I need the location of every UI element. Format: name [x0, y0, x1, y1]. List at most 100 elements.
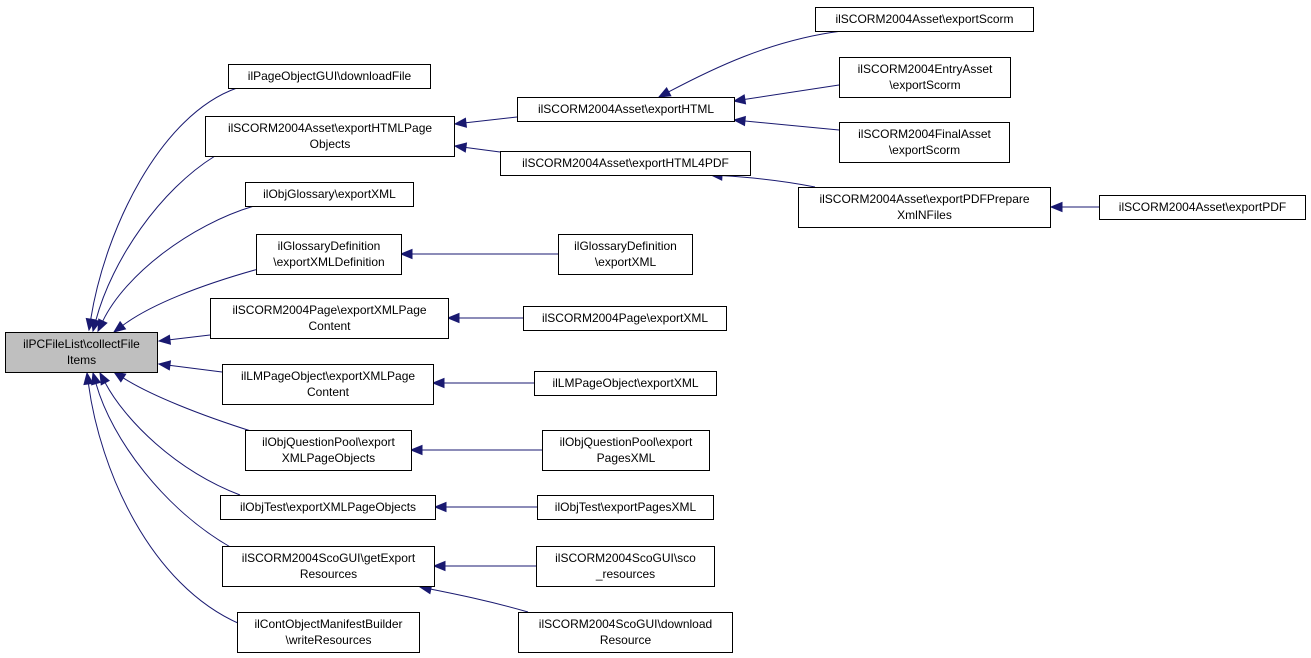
edge-lmpage_exportxml-to-lmpage_exportxmlpagecontent [431, 377, 534, 389]
node-objtest_exportxmlpageobjects[interactable]: ilObjTest\exportXMLPageObjects [220, 495, 436, 520]
node-page_exportxml[interactable]: ilSCORM2004Page\exportXML [523, 306, 727, 331]
node-box [222, 364, 434, 405]
arrowhead-icon [409, 444, 423, 456]
arrowhead-icon [91, 371, 102, 386]
node-glossarydef_exportxml[interactable]: ilGlossaryDefinition\exportXML [558, 234, 693, 275]
node-label-line: ilSCORM2004Asset\exportScorm [835, 12, 1013, 26]
node-box [205, 116, 455, 157]
node-qpool_exportxmlpageobjects[interactable]: ilObjQuestionPool\exportXMLPageObjects [245, 430, 412, 471]
node-asset_exportpdfpreparexml[interactable]: ilSCORM2004Asset\exportPDFPrepareXmlNFil… [798, 187, 1051, 228]
node-asset_exportscorm[interactable]: ilSCORM2004Asset\exportScorm [815, 7, 1034, 32]
edge-lmpage_exportxmlpagecontent-to-root [157, 360, 223, 373]
node-box [237, 612, 420, 653]
node-box [245, 430, 412, 471]
node-pageobjgui_download[interactable]: ilPageObjectGUI\downloadFile [228, 64, 431, 89]
node-label-line: Items [67, 353, 96, 367]
node-label-line: ilGlossaryDefinition [278, 239, 381, 253]
edge-line [668, 30, 843, 93]
arrowhead-icon [112, 371, 127, 383]
edge-line [744, 120, 840, 131]
edge-finalasset_exportscorm-to-asset_exporthtml [732, 115, 840, 131]
edge-glossarydef_exportxml-to-glossarydef_exportxmldef [399, 248, 558, 260]
node-label-line: Resource [600, 633, 652, 647]
node-label-line: ilObjGlossary\exportXML [263, 187, 396, 201]
edge-line [465, 116, 518, 124]
node-box [534, 371, 717, 396]
node-label-line: ilSCORM2004Asset\exportHTMLPage [228, 121, 432, 135]
node-label-line: Objects [310, 137, 351, 151]
edge-asset_exportpdf-to-asset_exportpdfpreparexml [1049, 201, 1099, 213]
arrowhead-icon [83, 371, 94, 386]
node-box [839, 122, 1010, 163]
node-label-line: ilContObjectManifestBuilder [254, 617, 402, 631]
node-asset_exporthtml4pdf[interactable]: ilSCORM2004Asset\exportHTML4PDF [500, 151, 751, 176]
node-box [518, 612, 733, 653]
arrowhead-icon [453, 117, 468, 128]
node-label-line: ilLMPageObject\exportXMLPage [241, 369, 415, 383]
edge-objglossary_exportxml-to-root [97, 205, 255, 333]
arrowhead-icon [732, 115, 746, 127]
edge-manifest_writeresources-to-root [83, 371, 241, 625]
node-label-line: ilSCORM2004Asset\exportPDFPrepare [819, 192, 1029, 206]
arrowhead-icon [399, 248, 413, 260]
node-label-line: ilLMPageObject\exportXML [552, 376, 698, 390]
edge-objtest_exportxmlpageobjects-to-root [99, 371, 241, 496]
node-label-line: ilSCORM2004ScoGUI\getExport [242, 551, 416, 565]
node-glossarydef_exportxmldef[interactable]: ilGlossaryDefinition \exportXMLDefinition [256, 234, 402, 275]
edge-objtest_exportpagesxml-to-objtest_exportxmlpageobjects [433, 501, 537, 513]
node-box [815, 7, 1034, 32]
edge-glossarydef_exportxmldef-to-root [112, 267, 263, 333]
arrowhead-icon [433, 501, 447, 513]
node-label-line: ilSCORM2004ScoGUI\download [539, 617, 712, 631]
arrowhead-icon [431, 377, 445, 389]
node-lmpage_exportxml[interactable]: ilLMPageObject\exportXML [534, 371, 717, 396]
edge-scogui_downloadresource-to-scogui_getexportresources [418, 584, 529, 613]
edge-line [465, 146, 501, 153]
node-scogui_sco_resources[interactable]: ilSCORM2004ScoGUI\sco_resources [536, 546, 715, 587]
node-manifest_writeresources[interactable]: ilContObjectManifestBuilder\writeResourc… [237, 612, 420, 653]
node-label-line: ilSCORM2004Asset\exportPDF [1119, 200, 1286, 214]
edge-entryasset_exportscorm-to-asset_exporthtml [732, 84, 840, 105]
edge-asset_exporthtml-to-asset_exporthtmlpageobjects [453, 116, 518, 128]
node-label-line: _resources [595, 567, 655, 581]
edge-qpool_exportxmlpageobjects-to-root [112, 371, 255, 433]
node-objtest_exportpagesxml[interactable]: ilObjTest\exportPagesXML [537, 495, 714, 520]
edge-line [104, 382, 241, 496]
node-box [1099, 195, 1306, 220]
node-finalasset_exportscorm[interactable]: ilSCORM2004FinalAsset\exportScorm [839, 122, 1010, 163]
node-qpool_exportpagesxml[interactable]: ilObjQuestionPool\exportPagesXML [542, 430, 710, 471]
edge-line [122, 267, 263, 326]
node-label-line: XmlNFiles [897, 208, 952, 222]
node-label-line: \exportXMLDefinition [273, 255, 384, 269]
arrowhead-icon [1049, 201, 1063, 213]
node-label-line: PagesXML [597, 451, 656, 465]
edge-asset_exporthtmlpageobjects-to-root [90, 155, 216, 333]
node-label-line: ilSCORM2004EntryAsset [858, 62, 993, 76]
node-box [500, 151, 751, 176]
node-label-line: ilObjTest\exportPagesXML [555, 500, 697, 514]
node-objglossary_exportxml[interactable]: ilObjGlossary\exportXML [245, 182, 414, 207]
node-entryasset_exportscorm[interactable]: ilSCORM2004EntryAsset\exportScorm [839, 57, 1011, 98]
arrowhead-icon [157, 360, 172, 371]
edge-line [102, 205, 255, 322]
node-asset_exportpdf[interactable]: ilSCORM2004Asset\exportPDF [1099, 195, 1306, 220]
node-label-line: Content [308, 319, 351, 333]
node-label-line: ilObjTest\exportXMLPageObjects [240, 500, 416, 514]
arrowhead-icon [157, 334, 172, 345]
edge-line [95, 155, 216, 321]
node-box [523, 306, 727, 331]
node-box [839, 57, 1011, 98]
node-asset_exporthtml[interactable]: ilSCORM2004Asset\exportHTML [517, 97, 735, 122]
arrowhead-icon [97, 318, 108, 333]
node-label-line: ilSCORM2004Asset\exportHTML [538, 102, 714, 116]
edge-line [721, 175, 816, 188]
edge-line [95, 383, 233, 549]
edge-line [87, 383, 241, 625]
